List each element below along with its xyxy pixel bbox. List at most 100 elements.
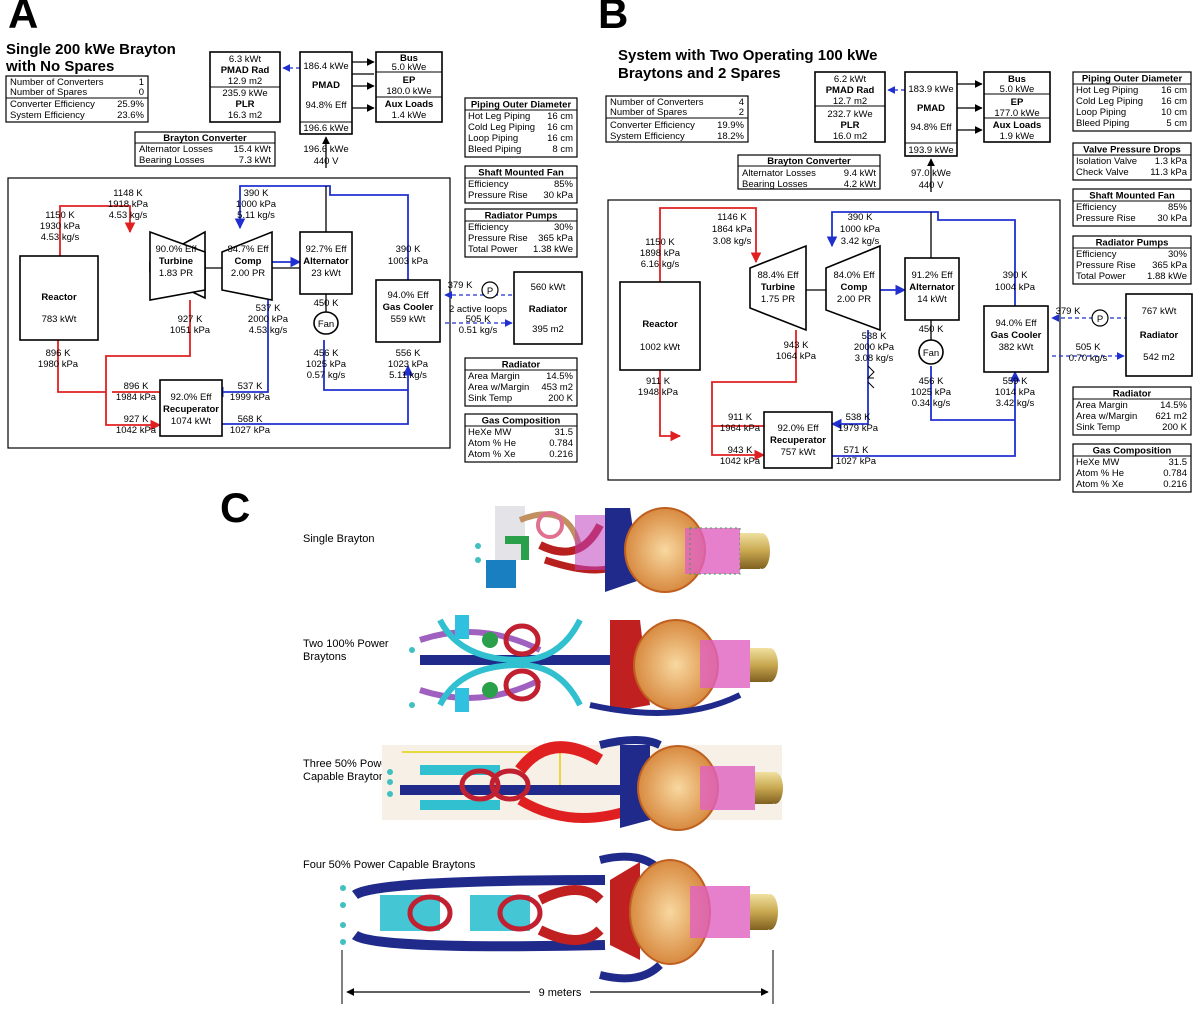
- panel-a-turbine: 90.0% Eff Turbine 1.83 PR: [149, 230, 206, 301]
- render-four-braytons: [340, 852, 778, 983]
- state-label: 1999 kPa: [230, 392, 271, 403]
- panel-a-brayton-converter-table: Brayton Converter Alternator Losses 15.4…: [134, 131, 276, 167]
- pmad-power-out: 196.6 kWe: [303, 123, 348, 134]
- state-label: 3.42 kg/s: [841, 236, 880, 247]
- table-key: Pressure Rise: [468, 233, 528, 244]
- state-label: 568 K: [238, 414, 263, 425]
- gas-cooler-heat: 382 kWt: [999, 342, 1034, 353]
- summary-key: System Efficiency: [610, 131, 685, 142]
- table-value: 30%: [554, 222, 574, 233]
- table-value: 30 kPa: [1157, 213, 1187, 224]
- summary-key: Number of Converters: [610, 97, 704, 108]
- turbine-name: Turbine: [159, 256, 193, 267]
- comp-name: Comp: [841, 282, 868, 293]
- state-label: 571 K: [844, 445, 869, 456]
- table-key: Pressure Rise: [468, 190, 528, 201]
- state-label: 3.42 kg/s: [996, 398, 1035, 409]
- state-label: 379 K: [448, 280, 473, 291]
- converter-key: Bearing Losses: [139, 155, 205, 166]
- radiator-heat: 560 kWt: [531, 282, 566, 293]
- summary-value: 0: [139, 87, 144, 98]
- aux-loads-name: Aux Loads: [993, 120, 1042, 131]
- table-value: 200 K: [548, 393, 573, 404]
- table-value: 14.5%: [1160, 400, 1187, 411]
- panel-b-fan: Fan: [918, 339, 944, 365]
- config-2-label-line1: Two 100% Power: [303, 638, 389, 650]
- gas-cooler-name: Gas Cooler: [991, 330, 1042, 341]
- pmad-rad-area: 12.7 m2: [833, 96, 867, 107]
- table-key: Check Valve: [1076, 167, 1129, 178]
- table-title: Radiator: [1113, 389, 1152, 400]
- table-key: Sink Temp: [1076, 422, 1120, 433]
- panel-a-recuperator: 92.0% Eff Recuperator 1074 kWt: [159, 379, 223, 437]
- panel-c-layout-renders: C Single Brayton Two 100% Power Braytons…: [220, 484, 783, 1004]
- state-label: 6.16 kg/s: [641, 259, 680, 270]
- state-label: 927 K: [124, 414, 149, 425]
- state-label: 1948 kPa: [638, 387, 679, 398]
- state-label: 538 K: [862, 331, 887, 342]
- table-title: Piping Outer Diameter: [1082, 74, 1183, 85]
- table-key: Cold Leg Piping: [1076, 96, 1143, 107]
- table-title: Piping Outer Diameter: [471, 100, 572, 111]
- plr-power: 232.7 kWe: [827, 109, 872, 120]
- state-label: 1918 kPa: [108, 199, 149, 210]
- fan-label: Fan: [923, 348, 939, 359]
- turbine-efficiency: 88.4% Eff: [757, 270, 798, 281]
- state-label: 1025 kPa: [911, 387, 952, 398]
- panel-b-state-labels: 1150 K 1898 kPa 6.16 kg/s 1146 K 1864 kP…: [638, 212, 1108, 467]
- table-key: Atom % Xe: [1076, 479, 1124, 490]
- reactor-power: 783 kWt: [42, 314, 77, 325]
- table-value: 30 kPa: [543, 190, 573, 201]
- table-key: Bleed Piping: [1076, 118, 1129, 129]
- state-label: 1051 kPa: [170, 325, 211, 336]
- state-label: 896 K: [124, 381, 149, 392]
- state-label: 1064 kPa: [776, 351, 817, 362]
- comp-pressure-ratio: 2.00 PR: [837, 294, 871, 305]
- panel-b-two-brayton-schematic: B System with Two Operating 100 kWe Bray…: [598, 0, 1193, 493]
- summary-key: Number of Spares: [10, 87, 87, 98]
- table-key: HeXe MW: [468, 427, 511, 438]
- table-value: 0.784: [549, 438, 573, 449]
- table-value: 621 m2: [1155, 411, 1187, 422]
- table-key: Pressure Rise: [1076, 213, 1136, 224]
- panel-a-title-line1: Single 200 kWe Brayton: [6, 41, 176, 58]
- panel-a-alternator: 92.7% Eff Alternator 23 kWt: [299, 231, 353, 295]
- turbine-pressure-ratio: 1.83 PR: [159, 268, 193, 279]
- summary-value: 18.2%: [717, 131, 744, 142]
- state-label: 911 K: [646, 376, 671, 387]
- state-label: 537 K: [256, 303, 281, 314]
- table-value: 16 cm: [547, 111, 573, 122]
- panel-b-summary-table: Number of Converters 4 Number of Spares …: [605, 95, 749, 143]
- table-key: Atom % Xe: [468, 449, 516, 460]
- table-value: 0.216: [1163, 479, 1187, 490]
- state-label: 1898 kPa: [640, 248, 681, 259]
- panel-b-recuperator: 92.0% Eff Recuperator 757 kWt: [763, 411, 833, 469]
- state-label: 1027 kPa: [836, 456, 877, 467]
- table-key: Efficiency: [1076, 202, 1117, 213]
- panel-b-alternator: 91.2% Eff Alternator 14 kWt: [904, 257, 960, 321]
- table-value: 85%: [1168, 202, 1188, 213]
- state-label: 390 K: [1003, 270, 1028, 281]
- recuperator-heat: 757 kWt: [781, 447, 816, 458]
- config-2-label-line2: Braytons: [303, 651, 347, 663]
- state-label: 559 K: [1003, 376, 1028, 387]
- pmad-rad-heat: 6.3 kWt: [229, 54, 262, 65]
- table-value: 16 cm: [547, 133, 573, 144]
- table-key: Total Power: [468, 244, 518, 255]
- config-4-label: Four 50% Power Capable Braytons: [303, 859, 476, 871]
- table-key: Cold Leg Piping: [468, 122, 535, 133]
- summary-key: System Efficiency: [10, 110, 85, 121]
- turbine-name: Turbine: [761, 282, 795, 293]
- converter-value: 7.3 kWt: [239, 155, 272, 166]
- pmad-efficiency: 94.8% Eff: [910, 122, 951, 133]
- state-label: 1146 K: [717, 212, 747, 223]
- summary-value: 4: [739, 97, 744, 108]
- state-label: 538 K: [846, 412, 871, 423]
- table-value: 1.3 kPa: [1155, 156, 1188, 167]
- panel-a-system-frame: [7, 177, 451, 449]
